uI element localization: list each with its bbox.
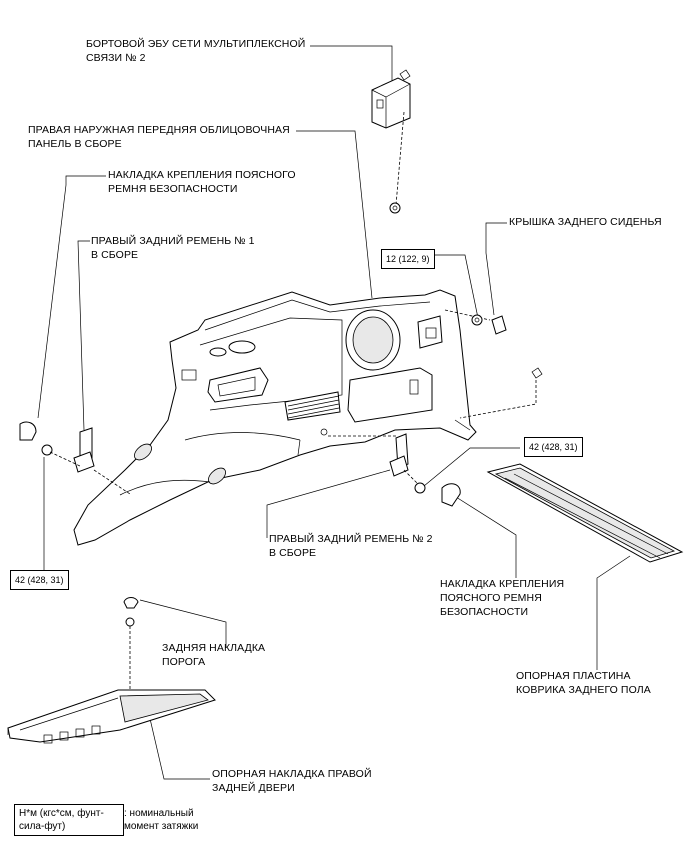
belt-cover-bottom [441,483,461,507]
legend-unit-line1: Н*м (кгс*см, фунт- [19,808,104,819]
label-door-scuff-line1: ОПОРНАЯ НАКЛАДКА ПРАВОЙ [212,768,372,780]
label-ecu: БОРТОВОЙ ЭБУ СЕТИ МУЛЬТИПЛЕКСНОЙ СВЯЗИ №… [86,37,305,65]
door-scuff-plate [7,689,216,744]
label-ecu-line2: СВЯЗИ № 2 [86,52,146,64]
rear-belt-1 [19,421,131,495]
threshold-clip [123,597,139,690]
label-belt1-line1: ПРАВЫЙ ЗАДНИЙ РЕМЕНЬ № 1 [91,235,255,247]
legend-desc-line2: момент затяжки [124,821,199,832]
legend-desc-line1: : номинальный [124,808,194,819]
label-cover-top-line1: НАКЛАДКА КРЕПЛЕНИЯ ПОЯСНОГО [108,169,296,181]
label-panel-line2: ПАНЕЛЬ В СБОРЕ [28,138,122,150]
label-belt1-line2: В СБОРЕ [91,249,139,261]
label-cover-top-line2: РЕМНЯ БЕЗОПАСНОСТИ [108,183,238,195]
label-seat-cover-line1: КРЫШКА ЗАДНЕГО СИДЕНЬЯ [509,216,662,228]
label-floor-plate: ОПОРНАЯ ПЛАСТИНА КОВРИКА ЗАДНЕГО ПОЛА [516,669,651,697]
torque-spec-2: 42 (428, 31) [524,437,583,457]
label-threshold-line2: ПОРОГА [162,656,206,668]
vent-grille [284,391,341,421]
torque-spec-3: 42 (428, 31) [10,570,69,590]
label-cover-bottom: НАКЛАДКА КРЕПЛЕНИЯ ПОЯСНОГО РЕМНЯ БЕЗОПА… [440,577,564,619]
rear-seat-cover [444,309,543,419]
label-floor-plate-line2: КОВРИКА ЗАДНЕГО ПОЛА [516,684,651,696]
torque-spec-1: 12 (122, 9) [381,249,435,269]
legend-unit-box: Н*м (кгс*см, фунт- сила-фут) [14,804,124,836]
label-belt2-line2: В СБОРЕ [269,547,317,559]
rear-floor-plate [486,463,684,563]
label-cover-top: НАКЛАДКА КРЕПЛЕНИЯ ПОЯСНОГО РЕМНЯ БЕЗОПА… [108,168,296,196]
label-belt2: ПРАВЫЙ ЗАДНИЙ РЕМЕНЬ № 2 В СБОРЕ [269,532,433,560]
label-floor-plate-line1: ОПОРНАЯ ПЛАСТИНА [516,670,631,682]
label-door-scuff-line2: ЗАДНЕЙ ДВЕРИ [212,782,295,794]
label-panel: ПРАВАЯ НАРУЖНАЯ ПЕРЕДНЯЯ ОБЛИЦОВОЧНАЯ ПА… [28,123,290,151]
label-threshold-line1: ЗАДНЯЯ НАКЛАДКА [162,642,266,654]
label-door-scuff: ОПОРНАЯ НАКЛАДКА ПРАВОЙ ЗАДНЕЙ ДВЕРИ [212,767,372,795]
legend-unit-line2: сила-фут) [19,821,66,832]
rear-belt-2 [326,433,426,494]
label-cover-bottom-line1: НАКЛАДКА КРЕПЛЕНИЯ [440,578,565,590]
quarter-trim-panel [73,289,477,546]
label-cover-bottom-line3: БЕЗОПАСНОСТИ [440,606,529,618]
label-panel-line1: ПРАВАЯ НАРУЖНАЯ ПЕРЕДНЯЯ ОБЛИЦОВОЧНАЯ [28,124,290,136]
label-threshold: ЗАДНЯЯ НАКЛАДКА ПОРОГА [162,641,265,669]
label-ecu-line1: БОРТОВОЙ ЭБУ СЕТИ МУЛЬТИПЛЕКСНОЙ [86,38,306,50]
label-cover-bottom-line2: ПОЯСНОГО РЕМНЯ [440,592,542,604]
label-seat-cover: КРЫШКА ЗАДНЕГО СИДЕНЬЯ [509,215,662,229]
multiplex-ecu [371,69,411,214]
label-belt2-line1: ПРАВЫЙ ЗАДНИЙ РЕМЕНЬ № 2 [269,533,433,545]
legend-description: : номинальный момент затяжки [124,807,198,833]
label-belt1: ПРАВЫЙ ЗАДНИЙ РЕМЕНЬ № 1 В СБОРЕ [91,234,255,262]
